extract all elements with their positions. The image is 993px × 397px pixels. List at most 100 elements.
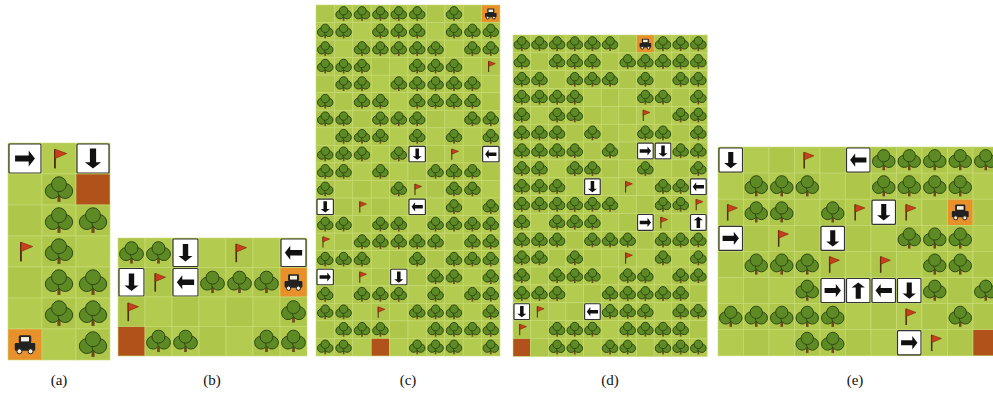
- arrow-tile: [638, 143, 654, 159]
- grid-cell: [145, 297, 172, 327]
- grid-cell: [482, 286, 500, 304]
- tree-crown: [553, 126, 561, 134]
- tree-crown: [518, 251, 526, 259]
- flag-cloth: [155, 273, 165, 281]
- grid-cell: [353, 110, 371, 128]
- grid-cell: [820, 199, 846, 225]
- grid-cell: [316, 321, 334, 339]
- grid-cell: [390, 268, 408, 286]
- tree-crown: [450, 7, 458, 15]
- tree-crown: [321, 252, 329, 260]
- grid-cell: [513, 303, 531, 321]
- grid-cell: [619, 71, 637, 89]
- tree-crown: [694, 340, 702, 348]
- tree-crown: [413, 59, 421, 67]
- grid-cell: [601, 214, 619, 232]
- tree-crown: [659, 251, 667, 259]
- grid-cell: [531, 321, 549, 339]
- tree-crown: [431, 94, 439, 102]
- grid-cell: [426, 145, 444, 163]
- grid-cell: [871, 304, 897, 330]
- grid-cell: [690, 196, 708, 214]
- grid-cell: [973, 199, 993, 225]
- arrow-symbol: [640, 146, 651, 155]
- panel-caption: (e): [847, 373, 864, 388]
- grid-cell: [426, 198, 444, 216]
- grid-cell: [463, 216, 481, 234]
- grid-cell: [897, 199, 923, 225]
- grid-cell: [619, 303, 637, 321]
- tree-crown: [571, 269, 579, 277]
- grid-cell: [619, 142, 637, 160]
- grid-cell: [513, 321, 531, 339]
- arrow-symbol: [850, 153, 866, 166]
- tree-crown: [413, 94, 421, 102]
- grid-cell: [566, 89, 584, 107]
- grid-cell: [426, 321, 444, 339]
- flag-cloth: [932, 335, 942, 343]
- grid-cell: [445, 181, 463, 199]
- grid-cell: [922, 278, 948, 304]
- grid-cell: [353, 93, 371, 111]
- grid-cell: [795, 199, 821, 225]
- grid-cell: [8, 174, 42, 205]
- grid-cell: [654, 285, 672, 303]
- car-tile: [482, 5, 500, 23]
- tree-crown: [487, 129, 495, 137]
- grid-cell: [531, 338, 549, 356]
- grid-cell: [548, 338, 566, 356]
- grid-cell: [948, 304, 974, 330]
- grid-cell: [8, 143, 42, 174]
- tree-crown: [535, 197, 543, 205]
- grid-cell: [601, 106, 619, 124]
- grid-cell: [948, 251, 974, 277]
- grid-cell: [672, 267, 690, 285]
- tree-crown: [358, 252, 366, 260]
- grid-cell: [744, 147, 770, 173]
- grid-cell: [948, 278, 974, 304]
- grid-cell: [690, 178, 708, 196]
- grid-cell: [390, 128, 408, 146]
- grid-cell: [637, 196, 655, 214]
- grid-cell: [513, 231, 531, 249]
- grid-cell: [334, 198, 352, 216]
- tree-crown: [929, 254, 941, 266]
- grid-cell: [672, 106, 690, 124]
- grid-cell: [672, 303, 690, 321]
- arrow-tile: [655, 143, 671, 159]
- tree-crown: [606, 287, 614, 295]
- tree-crown: [929, 176, 941, 188]
- flag-cloth: [489, 61, 496, 66]
- grid-cell: [353, 198, 371, 216]
- grid-cell: [482, 145, 500, 163]
- flag-cloth: [906, 309, 916, 317]
- grid-cell: [690, 160, 708, 178]
- grid-cell: [199, 297, 226, 327]
- grid-cell: [353, 321, 371, 339]
- tree-crown: [413, 77, 421, 85]
- flag-cloth: [128, 303, 138, 311]
- tree-crown: [588, 322, 596, 330]
- grid-cell: [718, 278, 744, 304]
- grid-cell: [172, 297, 199, 327]
- grid-cell: [744, 225, 770, 251]
- tree-crown: [86, 332, 101, 347]
- arrow-symbol: [124, 274, 138, 291]
- tree-crown: [468, 182, 476, 190]
- grid-cell: [948, 173, 974, 199]
- grid-cell: [390, 286, 408, 304]
- tree-crown: [676, 304, 684, 312]
- grid-cell: [316, 110, 334, 128]
- grid-cell: [584, 53, 602, 71]
- tree-crown: [553, 287, 561, 295]
- tree-crown: [450, 24, 458, 32]
- tree-crown: [571, 37, 579, 45]
- tree-crown: [450, 59, 458, 67]
- grid-cell: [482, 303, 500, 321]
- grid-cell: [619, 196, 637, 214]
- tree-crown: [694, 37, 702, 45]
- grid-cell: [463, 5, 481, 23]
- tree-crown: [623, 287, 631, 295]
- tree-crown: [776, 202, 788, 214]
